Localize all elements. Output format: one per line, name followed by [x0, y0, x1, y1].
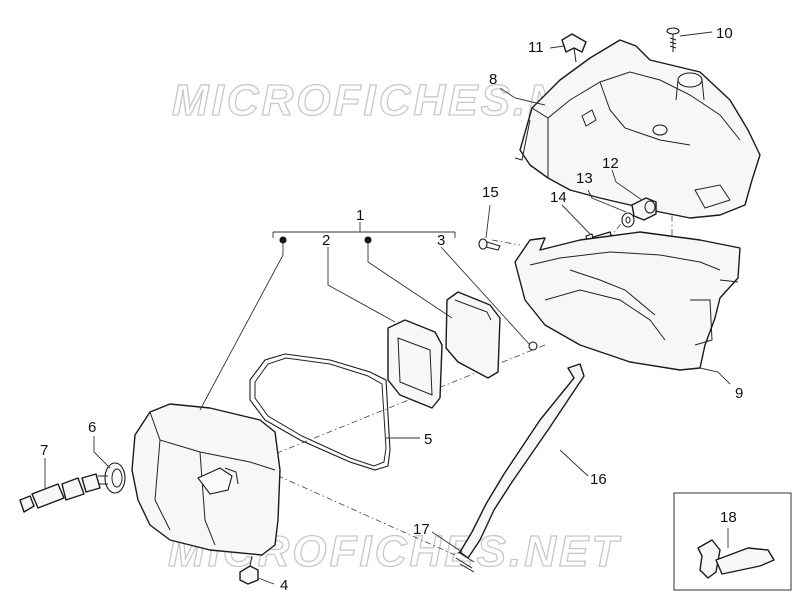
- callout-2: 2: [322, 232, 330, 249]
- callout-7: 7: [40, 442, 48, 459]
- callout-labels: 1 2 3 4 5 6 7 8 9 10 11 12 13 14 15 16 1…: [40, 25, 743, 594]
- spark-plug-7-part: [19, 473, 108, 513]
- gasket-seal-5-part: [249, 353, 391, 471]
- callout-17: 17: [413, 521, 430, 538]
- grommet-12-part: [631, 197, 657, 221]
- clip-17-part: [455, 551, 475, 573]
- inset-box-18: [673, 492, 792, 591]
- screw-15-part: [478, 238, 501, 251]
- bolt-4-part: [239, 555, 259, 585]
- washer-13-part: [621, 212, 635, 228]
- plate-3-part: [445, 291, 501, 379]
- callout-5: 5: [424, 431, 432, 448]
- callout-6: 6: [88, 419, 96, 436]
- callout-16: 16: [590, 471, 607, 488]
- callout-4: 4: [280, 577, 288, 594]
- gasket-plate-2-part: [387, 319, 443, 409]
- small-screw-part: [528, 341, 538, 351]
- callout-9: 9: [735, 385, 743, 402]
- group-1-bracket: [272, 222, 456, 244]
- callout-1: 1: [356, 207, 364, 224]
- callout-18: 18: [720, 509, 737, 526]
- leader-lines: [44, 31, 731, 585]
- callout-10: 10: [716, 25, 733, 42]
- callout-8: 8: [489, 71, 497, 88]
- callout-12: 12: [602, 155, 619, 172]
- lower-tray-part: [514, 231, 741, 371]
- callout-15: 15: [482, 184, 499, 201]
- knob-11-part: [561, 33, 587, 63]
- callout-3: 3: [437, 232, 445, 249]
- screw-10-part: [666, 27, 680, 52]
- upper-cover-part: [514, 39, 761, 219]
- callout-13: 13: [576, 170, 593, 187]
- valve-cover-part: [131, 403, 281, 556]
- callout-11: 11: [528, 39, 544, 56]
- seal-ring-6-part: [104, 462, 126, 494]
- callout-14: 14: [550, 189, 567, 206]
